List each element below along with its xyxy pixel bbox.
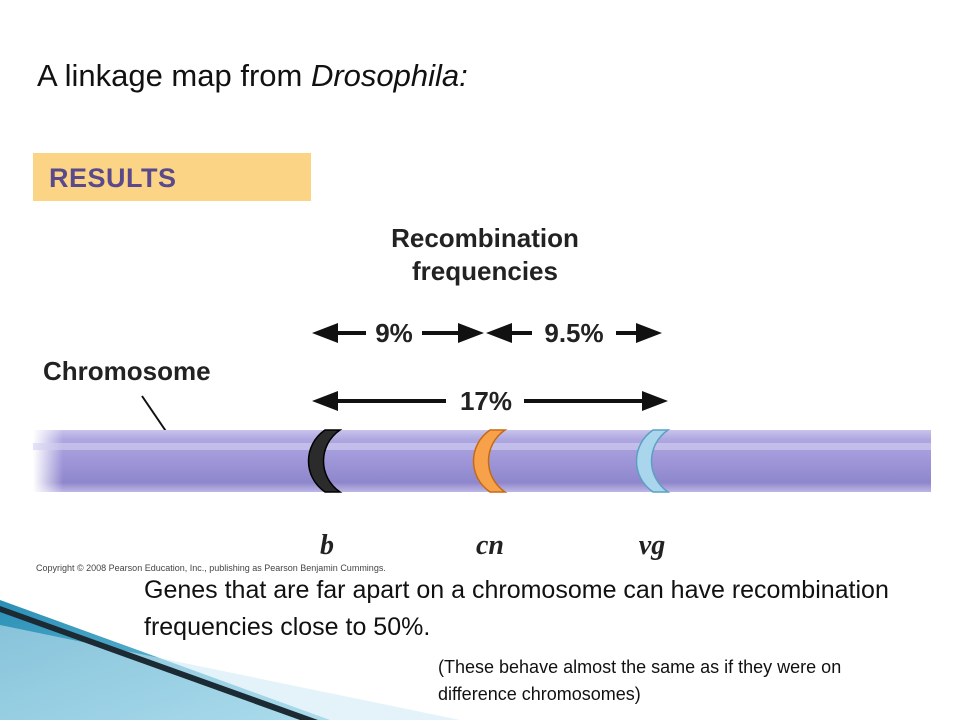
results-banner: RESULTS xyxy=(33,153,311,201)
copyright-text: Copyright © 2008 Pearson Education, Inc.… xyxy=(36,563,386,573)
linkage-map-diagram: 9% 9.5% 17% b cn vg xyxy=(33,318,931,560)
gene-label-cn: cn xyxy=(476,530,504,560)
distance-b-vg-label: 17% xyxy=(460,386,512,416)
arrow-b-vg xyxy=(312,391,668,411)
recombination-heading-line1: Recombination xyxy=(391,223,579,253)
slide-title: A linkage map from Drosophila: xyxy=(37,58,468,94)
linkage-note: Genes that are far apart on a chromosome… xyxy=(144,576,889,641)
recombination-heading-line2: frequencies xyxy=(412,256,558,286)
gene-label-vg: vg xyxy=(639,530,665,560)
corner-dark-stripe xyxy=(0,606,318,720)
gene-label-b: b xyxy=(320,530,334,560)
chromosome-left-fade xyxy=(33,430,63,492)
title-prefix: A linkage map from xyxy=(37,58,311,93)
results-label: RESULTS xyxy=(49,163,177,193)
chromosome-label: Chromosome xyxy=(43,356,211,386)
gene-band-vg xyxy=(635,429,671,493)
corner-decoration xyxy=(0,600,460,720)
title-species: Drosophila: xyxy=(310,58,468,93)
arrow-b-cn xyxy=(312,323,484,343)
linkage-sub-note: (These behave almost the same as if they… xyxy=(438,657,842,704)
distance-cn-vg-label: 9.5% xyxy=(544,318,603,348)
recombination-heading: Recombination frequencies xyxy=(340,222,630,288)
distance-b-cn-label: 9% xyxy=(375,318,413,348)
gene-band-b xyxy=(307,429,343,493)
arrow-cn-vg xyxy=(486,323,662,343)
gene-band-cn xyxy=(472,429,508,493)
